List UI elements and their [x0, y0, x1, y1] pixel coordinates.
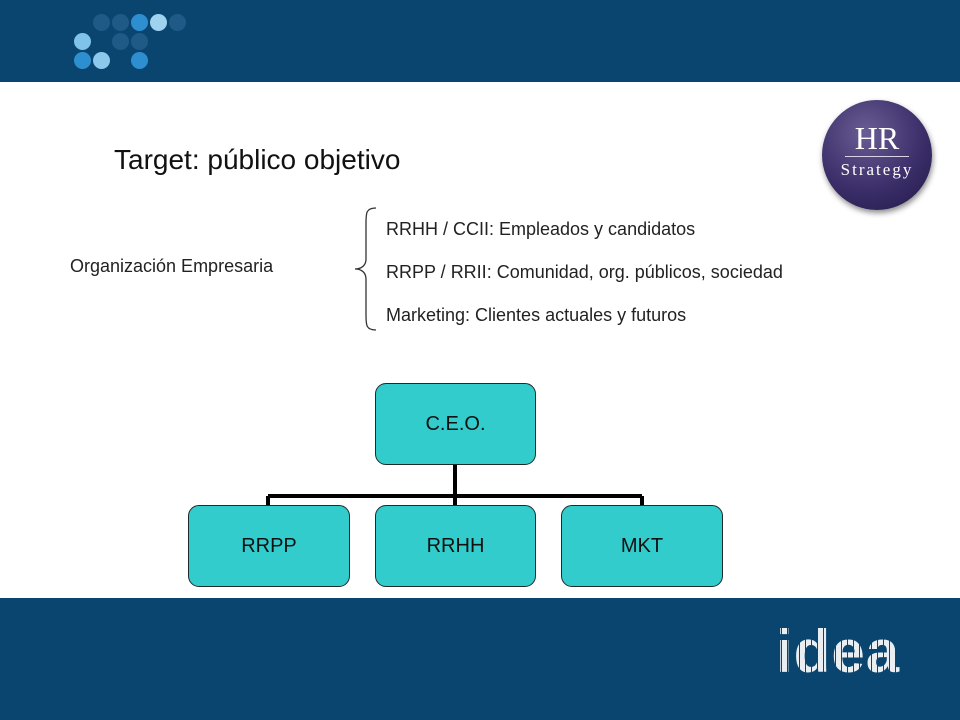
org-node-rrpp: RRPP — [188, 505, 350, 587]
idea-logo: idea — [776, 618, 901, 685]
decor-dot — [112, 33, 129, 50]
target-item: RRPP / RRII: Comunidad, org. públicos, s… — [386, 262, 783, 282]
org-node-ceo: C.E.O. — [375, 383, 536, 465]
decor-dot — [74, 52, 91, 69]
curly-brace — [354, 207, 377, 331]
decor-dot — [112, 14, 129, 31]
decor-dot — [131, 33, 148, 50]
page-title: Target: público objetivo — [114, 144, 401, 175]
decor-dot — [169, 14, 186, 31]
decor-dot — [74, 33, 91, 50]
decor-dot — [93, 52, 110, 69]
hr-logo-subtext: Strategy — [840, 160, 914, 179]
target-item: Marketing: Clientes actuales y futuros — [386, 305, 687, 325]
decor-dot — [131, 52, 148, 69]
organization-label: Organización Empresaria — [70, 256, 274, 276]
org-node-rrhh: RRHH — [375, 505, 536, 587]
org-node-mkt: MKT — [561, 505, 723, 587]
decor-dot — [93, 14, 110, 31]
target-item: RRHH / CCII: Empleados y candidatos — [386, 219, 696, 239]
decor-dot — [150, 14, 167, 31]
footer-band — [0, 598, 960, 720]
hr-logo-text: HR — [854, 120, 900, 156]
header-band — [0, 0, 960, 82]
decor-dot — [131, 14, 148, 31]
hr-logo-rule — [845, 156, 909, 157]
hr-strategy-logo: HR Strategy — [822, 100, 932, 210]
